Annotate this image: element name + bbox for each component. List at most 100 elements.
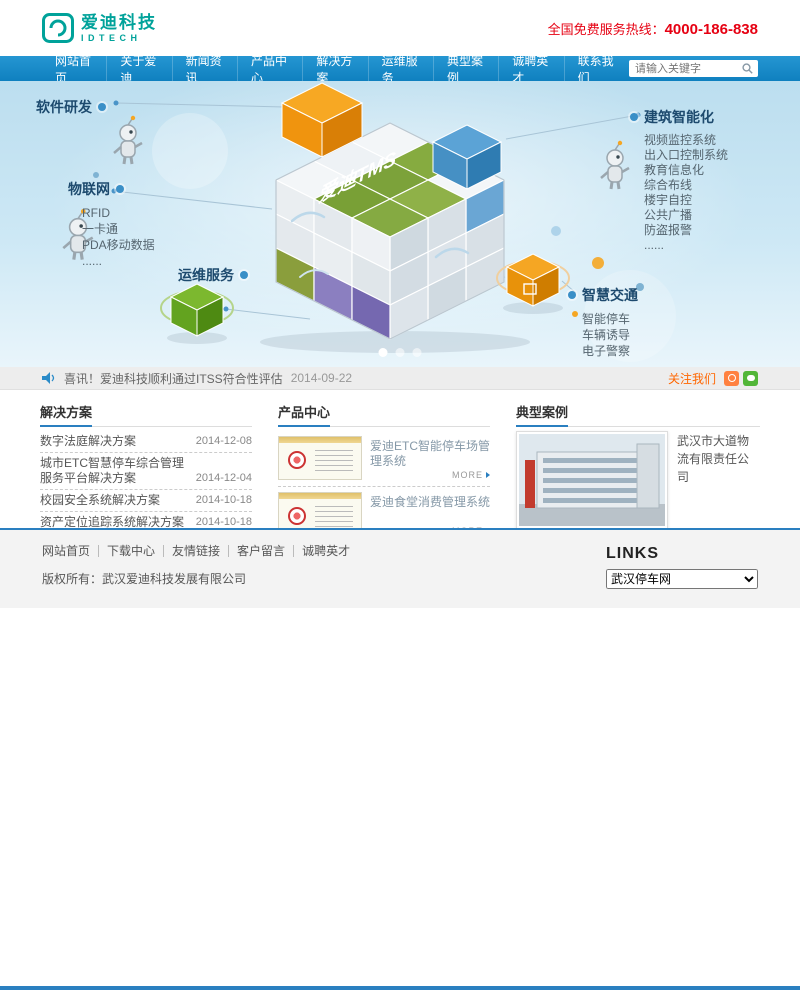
certificate-text-lines (315, 450, 353, 472)
solution-date: 2014-10-18 (195, 516, 252, 528)
banner-title-text: 建筑智能化 (644, 109, 714, 125)
friend-links-select[interactable]: 武汉停车网 (606, 569, 758, 589)
swoosh-decor (290, 211, 470, 278)
product-title[interactable]: 爱迪食堂消费管理系统 (370, 495, 491, 509)
speaker-icon (42, 372, 55, 384)
solution-item[interactable]: 资产定位追踪系统解决方案 2014-10-18 (40, 512, 252, 528)
footer-links: 网站首页 下载中心 友情链接 客户留言 诚聘英才 (42, 545, 350, 557)
banner-group-title: 建筑智能化 (630, 107, 728, 127)
certificate-thumbnail[interactable] (278, 436, 362, 480)
search-button[interactable] (741, 63, 754, 74)
nav-item-news[interactable]: 新闻资讯 (171, 54, 237, 85)
connector-dot-icon (240, 271, 248, 279)
footer-link-feedback[interactable]: 客户留言 (228, 545, 285, 557)
banner-group-title: 物联网 (68, 179, 155, 199)
footer-left: 网站首页 下载中心 友情链接 客户留言 诚聘英才 版权所有：武汉爱迪科技发展有限… (42, 545, 350, 592)
decor-dots (93, 172, 644, 317)
weibo-icon[interactable] (724, 370, 739, 386)
nav-item-products[interactable]: 产品中心 (236, 54, 302, 85)
solutions-list: 数字法庭解决方案 2014-12-08 城市ETC智慧停车综合管理服务平台解决方… (40, 431, 252, 528)
banner-title-text: 软件研发 (36, 99, 92, 115)
case-item[interactable]: 武汉市大道物流有限责任公司 (516, 431, 760, 528)
banner-sub-list: 视频监控系统 出入口控制系统 教育信息化 综合布线 楼宇自控 公共广播 防盗报警… (644, 133, 728, 253)
banner-group-software: 软件研发 (36, 97, 106, 117)
bottom-accent-bar (0, 986, 800, 990)
footer-link-downloads[interactable]: 下载中心 (98, 545, 155, 557)
footer-right: LINKS 武汉停车网 (606, 545, 758, 592)
search-icon (742, 63, 753, 74)
service-hotline: 全国免费服务热线：4000-186-838 (548, 19, 758, 38)
carousel-dot-2[interactable] (395, 348, 405, 357)
banner-sub-item: 智能停车 (582, 312, 631, 326)
cases-title: 典型案例 (516, 402, 569, 427)
footer-link-friends[interactable]: 友情链接 (163, 545, 220, 557)
hotline-label: 全国免费服务热线： (547, 21, 665, 37)
solution-label: 数字法庭解决方案 (40, 434, 137, 448)
banner-group-iot: 物联网 RFID 一卡通 PDA移动数据 ...... (68, 179, 155, 269)
solution-label: 校园安全系统解决方案 (40, 493, 161, 507)
nav-item-about[interactable]: 关于爱迪 (106, 54, 171, 85)
logo[interactable]: 爱迪科技 IDTECH (42, 13, 157, 43)
certificate-thumbnail[interactable] (278, 492, 362, 528)
footer-link-home[interactable]: 网站首页 (42, 544, 91, 558)
solution-item[interactable]: 数字法庭解决方案 2014-12-08 (40, 431, 252, 453)
solution-item[interactable]: 校园安全系统解决方案 2014-10-18 (40, 490, 252, 512)
follow-us-label: 关注我们 (667, 371, 716, 386)
banner-illustration: 爱迪TMS (61, 82, 676, 362)
connector-dot-icon (116, 185, 124, 193)
nav-item-solutions[interactable]: 解决方案 (302, 54, 367, 85)
banner-sub-item: ...... (82, 254, 103, 268)
banner-sub-item: PDA移动数据 (82, 238, 155, 252)
product-info: 爱迪ETC智能停车场管理系统 MORE (370, 436, 490, 480)
solutions-header: 解决方案 (40, 402, 252, 427)
banner-group-ops: 运维服务 (178, 265, 248, 285)
solutions-title: 解决方案 (40, 402, 93, 427)
more-label: MORE (452, 526, 483, 528)
footer-link-jobs[interactable]: 诚聘英才 (293, 545, 350, 557)
certificate-text-lines (315, 506, 353, 528)
nav-item-jobs[interactable]: 诚聘英才 (498, 54, 563, 85)
social-icons (724, 370, 758, 386)
banner-group-title: 运维服务 (178, 265, 248, 285)
carousel-dot-3[interactable] (412, 348, 422, 357)
banner-sub-list: 智能停车 车辆诱导 电子警察 (582, 311, 638, 359)
nav-item-cases[interactable]: 典型案例 (432, 54, 498, 85)
search-box (629, 60, 758, 77)
banner-sub-item: 电子警察 (582, 344, 631, 358)
product-title[interactable]: 爱迪ETC智能停车场管理系统 (370, 439, 491, 468)
solution-item[interactable]: 城市ETC智慧停车综合管理服务平台解决方案 2014-12-04 (40, 453, 252, 490)
cases-column: 典型案例 武汉市 (516, 402, 760, 528)
copyright: 版权所有：武汉爱迪科技发展有限公司 (42, 572, 247, 586)
green-cube-icon (160, 283, 234, 337)
nav-item-ops[interactable]: 运维服务 (367, 54, 433, 85)
product-item: 爱迪ETC智能停车场管理系统 MORE (278, 431, 490, 487)
logo-en: IDTECH (81, 32, 142, 43)
logo-icon (42, 13, 74, 43)
bokeh-decor (152, 113, 676, 362)
robot-icon (112, 114, 144, 166)
wechat-icon[interactable] (743, 370, 758, 386)
banner-sub-item: 教育信息化 (644, 163, 705, 177)
ticker-news-link[interactable]: 喜讯！爱迪科技顺利通过ITSS符合性评估 (64, 371, 283, 386)
main-nav: 网站首页 关于爱迪 新闻资讯 产品中心 解决方案 运维服务 典型案例 诚聘英才 … (0, 53, 800, 85)
product-more-link[interactable]: MORE (452, 526, 490, 528)
news-ticker: 喜讯！爱迪科技顺利通过ITSS符合性评估 2014-09-22 关注我们 (0, 367, 800, 390)
banner-sub-item: 出入口控制系统 (644, 148, 729, 162)
carousel-dot-1[interactable] (378, 348, 388, 357)
banner-sub-list: RFID 一卡通 PDA移动数据 ...... (82, 205, 155, 269)
search-input[interactable] (633, 60, 741, 77)
banner-title-text: 物联网 (68, 181, 110, 197)
banner-sub-item: ...... (644, 238, 665, 252)
solution-date: 2014-10-18 (195, 494, 252, 506)
products-title: 产品中心 (278, 402, 331, 427)
more-label: MORE (452, 470, 483, 480)
product-info: 爱迪食堂消费管理系统 MORE (370, 492, 490, 528)
nav-item-contact[interactable]: 联系我们 (563, 54, 629, 85)
banner-sub-item: 公共广播 (644, 208, 693, 222)
banner-sub-item: 楼宇自控 (644, 193, 693, 207)
header: 爱迪科技 IDTECH 全国免费服务热线：4000-186-838 (0, 0, 800, 56)
product-more-link[interactable]: MORE (452, 470, 490, 480)
banner-sub-item: 一卡通 (82, 222, 119, 236)
nav-item-home[interactable]: 网站首页 (55, 53, 92, 85)
product-item: 爱迪食堂消费管理系统 MORE (278, 487, 490, 528)
